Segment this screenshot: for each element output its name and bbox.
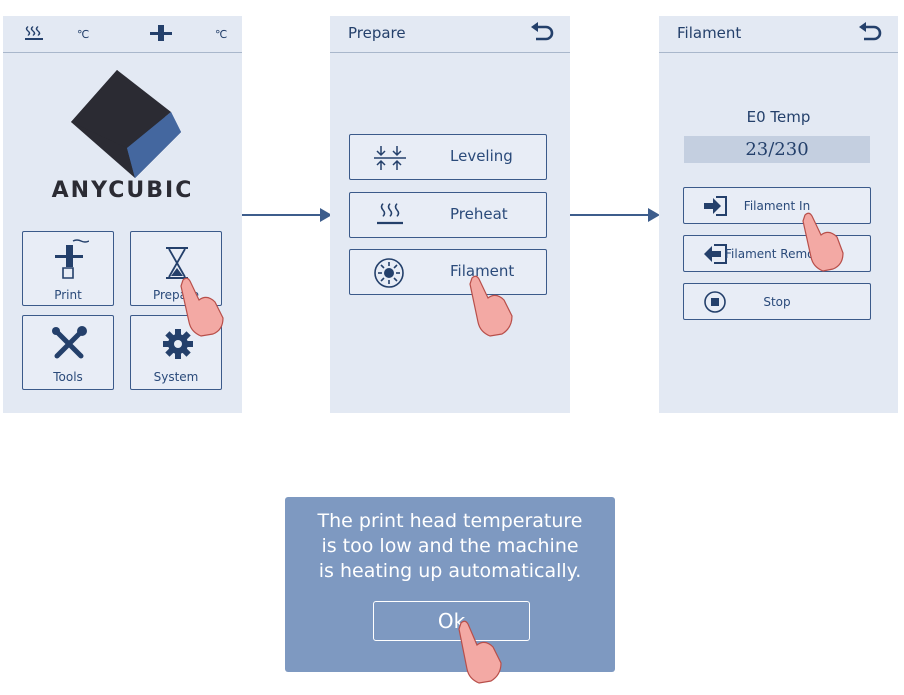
home-screen: ℃ ℃ ANYCUBIC Print Prepare (3, 16, 242, 413)
heat-icon (377, 203, 403, 225)
heating-dialog: The print head temperature is too low an… (285, 497, 615, 684)
status-bar: ℃ ℃ (3, 16, 242, 53)
tools-label: Tools (53, 370, 83, 384)
filament-label: Filament (450, 262, 515, 280)
preheat-label: Preheat (450, 205, 508, 223)
preheat-button[interactable]: Preheat (349, 192, 547, 238)
e0-temp-value: 23/230 (684, 136, 870, 163)
filament-in-icon (704, 196, 727, 216)
flow-arrow-1 (242, 208, 332, 222)
leveling-icon (374, 146, 406, 170)
filament-icon (374, 258, 404, 288)
back-icon[interactable] (858, 22, 884, 44)
stop-label: Stop (763, 295, 791, 309)
logo-text: ANYCUBIC (51, 178, 194, 203)
stop-button[interactable]: Stop (683, 283, 871, 320)
header: Prepare (330, 16, 570, 53)
pointing-hand-icon (469, 275, 513, 337)
print-head-icon (55, 239, 89, 279)
back-icon[interactable] (530, 22, 556, 44)
pointing-hand-icon (802, 212, 844, 272)
dialog-line-1: The print head temperature (317, 510, 583, 532)
leveling-button[interactable]: Leveling (349, 134, 547, 180)
gear-icon (163, 329, 193, 359)
flow-arrow-2 (570, 208, 660, 222)
nozzle-temp-unit: ℃ (215, 28, 228, 41)
filament-in-button[interactable]: Filament In (683, 187, 871, 224)
e0-temp-label: E0 Temp (746, 108, 811, 126)
leveling-label: Leveling (450, 147, 513, 165)
bed-heat-icon (25, 26, 43, 40)
dialog-line-3: is heating up automatically. (318, 560, 582, 582)
tools-icon (52, 326, 87, 359)
filament-remove-icon (704, 244, 727, 264)
ok-button[interactable]: Ok (373, 601, 530, 641)
filament-remove-label: Filament Remove (725, 247, 829, 261)
anycubic-cube-logo (71, 70, 181, 178)
print-button[interactable]: Print (22, 231, 114, 306)
hourglass-icon (166, 247, 188, 279)
print-label: Print (54, 288, 82, 302)
page-title: Prepare (348, 24, 406, 42)
stop-icon (704, 291, 726, 313)
system-label: System (153, 370, 199, 384)
page-title: Filament (677, 24, 742, 42)
pointing-hand-icon (180, 277, 224, 337)
pointing-hand-icon (458, 620, 502, 684)
filament-button[interactable]: Filament (349, 249, 547, 295)
dialog-line-2: is too low and the machine (321, 535, 579, 557)
bed-temp-unit: ℃ (77, 28, 90, 41)
prepare-screen: Prepare Leveling Preheat (330, 16, 570, 413)
filament-screen: Filament E0 Temp 23/230 Filament In Fila… (659, 16, 898, 413)
dialog-message: The print head temperature is too low an… (285, 509, 615, 584)
nozzle-icon (150, 25, 172, 41)
filament-in-label: Filament In (743, 199, 811, 213)
header: Filament (659, 16, 898, 53)
tools-button[interactable]: Tools (22, 315, 114, 390)
